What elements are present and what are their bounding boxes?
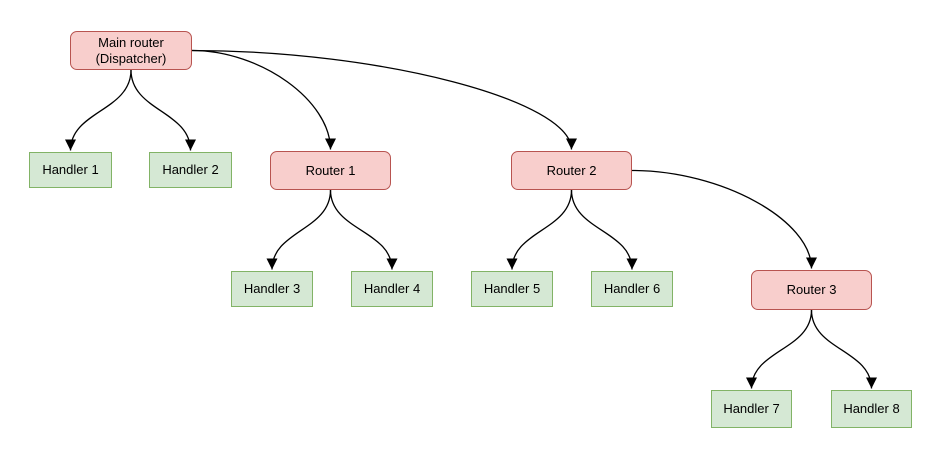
node-label: Router 1 xyxy=(305,162,356,178)
node-router-1[interactable]: Router 1 xyxy=(270,151,391,190)
node-handler-6[interactable]: Handler 6 xyxy=(591,271,673,307)
node-label: Main router (Dispatcher) xyxy=(95,34,167,66)
node-main-router[interactable]: Main router (Dispatcher) xyxy=(70,31,192,70)
edge-main-router-to-handler-2[interactable] xyxy=(130,69,196,151)
edge-main-router-to-handler-1[interactable] xyxy=(65,69,132,151)
edge-main-router-to-router-1[interactable] xyxy=(191,49,336,150)
node-handler-5[interactable]: Handler 5 xyxy=(471,271,553,307)
edge-router-2-to-handler-6[interactable] xyxy=(570,189,638,270)
edge-router-1-to-handler-4[interactable] xyxy=(329,189,398,270)
node-handler-4[interactable]: Handler 4 xyxy=(351,271,433,307)
edge-router-2-to-handler-5[interactable] xyxy=(506,189,573,270)
node-label: Handler 1 xyxy=(42,162,99,178)
node-handler-2[interactable]: Handler 2 xyxy=(149,152,232,188)
node-handler-3[interactable]: Handler 3 xyxy=(231,271,313,307)
node-handler-1[interactable]: Handler 1 xyxy=(29,152,112,188)
node-label: Handler 4 xyxy=(363,281,421,297)
edge-router-3-to-handler-7[interactable] xyxy=(746,309,813,389)
edge-router-2-to-router-3[interactable] xyxy=(631,169,817,269)
node-handler-7[interactable]: Handler 7 xyxy=(711,390,792,428)
node-label: Router 2 xyxy=(546,162,597,178)
node-label: Handler 6 xyxy=(603,281,661,297)
node-router-3[interactable]: Router 3 xyxy=(751,270,872,310)
edge-router-3-to-handler-8[interactable] xyxy=(810,309,877,389)
node-label: Handler 2 xyxy=(162,162,219,178)
node-router-2[interactable]: Router 2 xyxy=(511,151,632,190)
node-label: Router 3 xyxy=(786,282,837,298)
node-label: Handler 7 xyxy=(723,401,780,417)
node-label: Handler 8 xyxy=(843,401,900,417)
node-label: Handler 3 xyxy=(243,281,301,297)
edge-main-router-to-router-2[interactable] xyxy=(191,49,577,150)
edge-router-1-to-handler-3[interactable] xyxy=(266,189,332,270)
node-handler-8[interactable]: Handler 8 xyxy=(831,390,912,428)
node-label: Handler 5 xyxy=(483,281,541,297)
